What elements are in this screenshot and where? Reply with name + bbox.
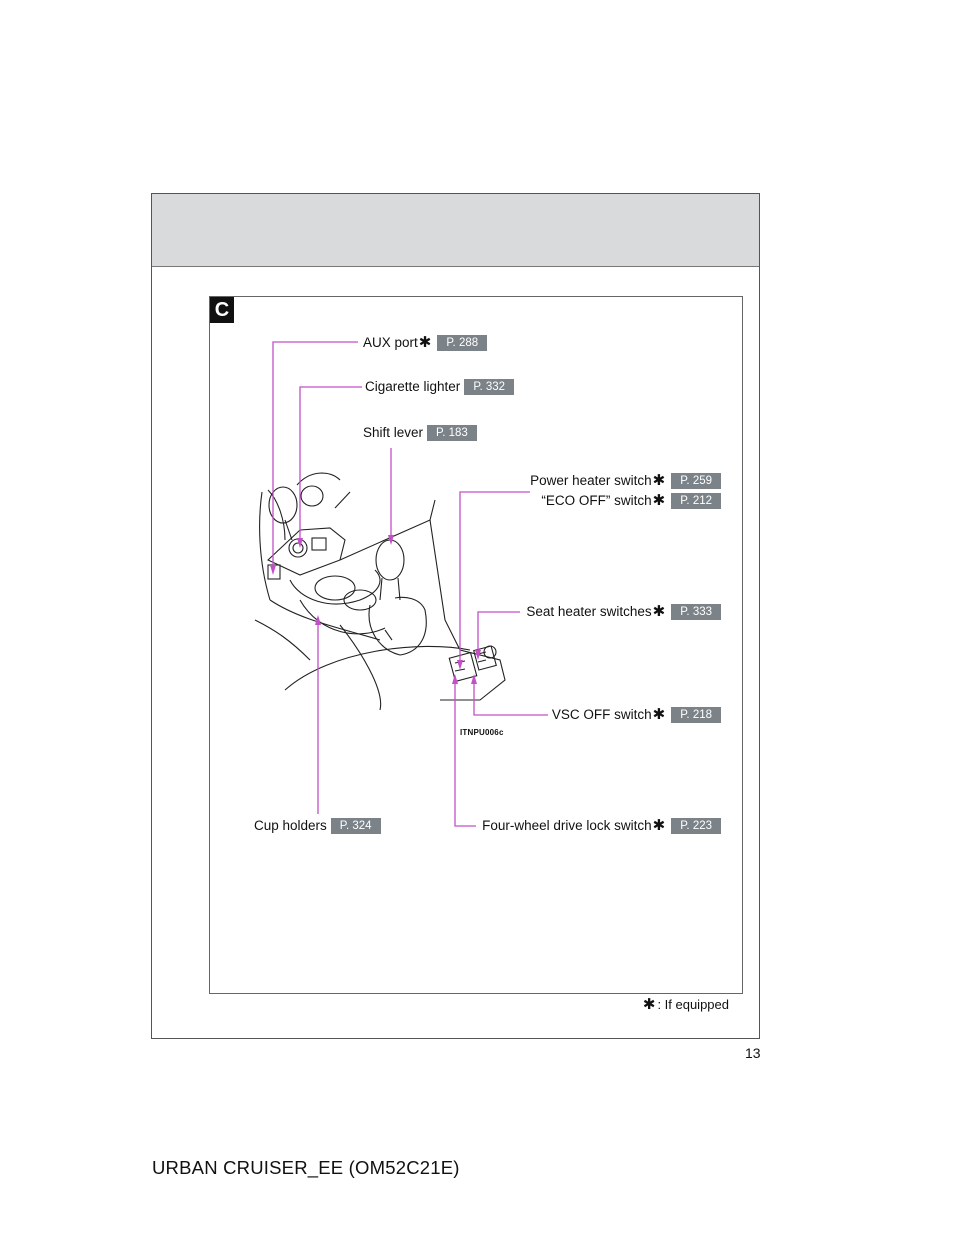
cigarette-lighter-text: Cigarette lighter [365, 379, 461, 394]
footnote: ✱: If equipped [642, 995, 729, 1013]
illustration-panel [209, 296, 743, 994]
page-ref-vsc-off[interactable]: P. 218 [671, 707, 721, 723]
leader-aux [272, 341, 358, 565]
cup-holders-text: Cup holders [254, 818, 327, 833]
page-ref-shift[interactable]: P. 183 [427, 425, 477, 441]
label-seat-heater: Seat heater switches✱ P. 333 [526, 603, 721, 621]
label-eco-off: “ECO OFF” switch✱ P. 212 [541, 492, 721, 510]
section-badge: C [210, 297, 234, 323]
asterisk-icon: ✱ [642, 996, 656, 1013]
model-code: URBAN CRUISER_EE (OM52C21E) [152, 1157, 460, 1178]
console-drawing [254, 472, 506, 711]
four-wheel-drive-text: Four-wheel drive lock switch [482, 818, 652, 833]
page-ref-power-heater[interactable]: P. 259 [671, 473, 721, 489]
page-ref-aux[interactable]: P. 288 [437, 335, 488, 351]
asterisk-icon: ✱ [652, 472, 666, 489]
leader-lines [270, 341, 548, 827]
leader-lighter [299, 386, 362, 538]
aux-port-text: AUX port [363, 335, 418, 350]
illustration-code: ITNPU006c [460, 728, 504, 737]
asterisk-icon: ✱ [652, 492, 666, 509]
shift-lever-text: Shift lever [363, 425, 424, 440]
seat-heater-text: Seat heater switches [526, 604, 652, 619]
page-ref-eco-off[interactable]: P. 212 [671, 493, 721, 509]
page-ref-four-wheel-drive[interactable]: P. 223 [671, 818, 721, 834]
asterisk-icon: ✱ [652, 603, 666, 620]
page-ref-cup-holders[interactable]: P. 324 [330, 818, 381, 834]
asterisk-icon: ✱ [652, 706, 666, 723]
label-vsc-off: VSC OFF switch✱ P. 218 [552, 706, 721, 724]
page-frame [151, 193, 760, 1039]
label-power-heater: Power heater switch✱ P. 259 [530, 472, 721, 490]
header-band [152, 194, 759, 267]
power-heater-text: Power heater switch [530, 473, 652, 488]
leader-power-heater [459, 491, 530, 660]
vsc-off-text: VSC OFF switch [551, 707, 652, 722]
eco-off-text: “ECO OFF” switch [541, 493, 652, 508]
footnote-text: : If equipped [657, 997, 729, 1012]
page-ref-seat-heater[interactable]: P. 333 [671, 604, 721, 620]
leader-seat-heater [477, 611, 520, 650]
leader-vsc [473, 684, 548, 716]
page-number: 13 [745, 1045, 761, 1061]
label-four-wheel-drive: Four-wheel drive lock switch✱ P. 223 [482, 817, 721, 835]
leader-4wd [454, 684, 476, 827]
label-aux-port: AUX port✱ P. 288 [363, 334, 488, 352]
page-ref-lighter[interactable]: P. 332 [464, 379, 515, 395]
asterisk-icon: ✱ [652, 817, 666, 834]
asterisk-icon: ✱ [418, 334, 432, 351]
